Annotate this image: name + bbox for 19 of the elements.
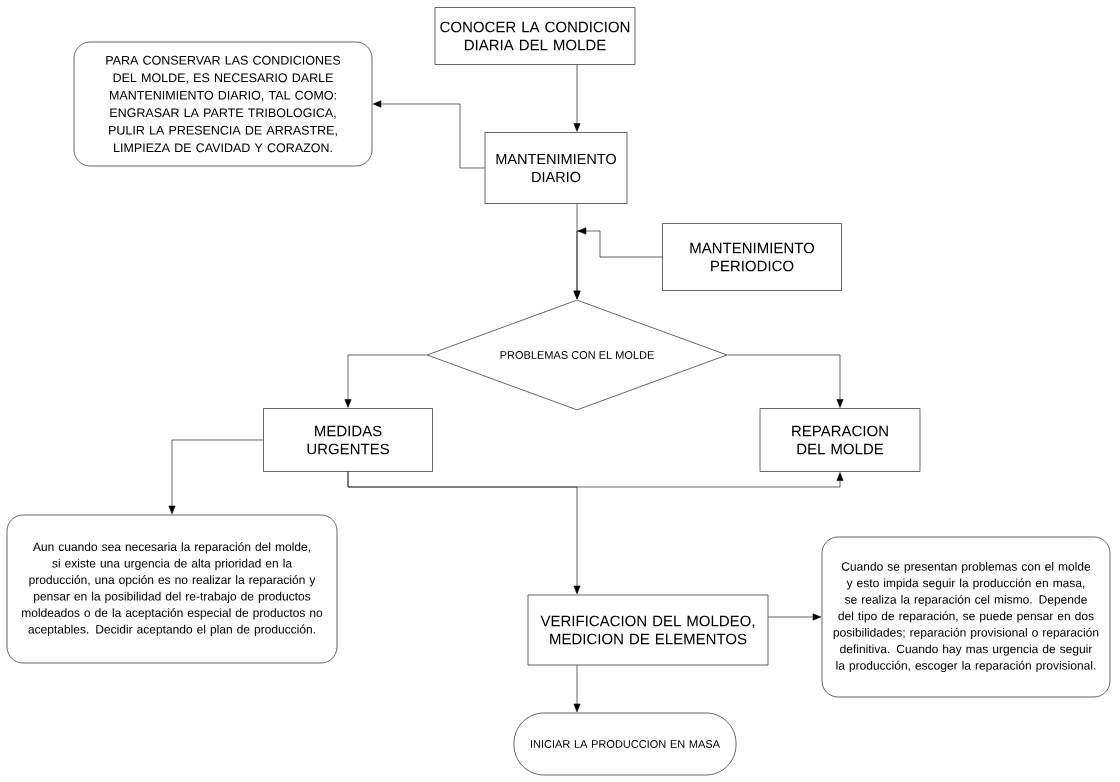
process-box: MANTENIMIENTO DIARIO [484, 132, 628, 204]
process-box: VERIFICACION DEL MOLDEO, MEDICION DE ELEMENTOS [527, 594, 769, 666]
note-box: PARA CONSERVAR LAS CONDICIONES DEL MOLDE, ES NECESARIO DARLE MANTENIMIENTO DIARIO, TAL COMO: ENGRASAR LA PARTE TRIBOLOGICA, PULIR LA PRESENCIA DE ARRASTRE, LIMPIEZA DE CAVIDAD Y CORAZON. [73, 41, 373, 167]
arrow [727, 354, 844, 408]
process-box: CONOCER LA CONDICION DIARIA DEL MOLDE [434, 7, 636, 65]
arrow [768, 613, 822, 621]
arrow [573, 64, 581, 132]
arrow [372, 100, 485, 169]
arrow [168, 439, 264, 515]
arrow [573, 227, 663, 300]
arrow [347, 471, 581, 595]
note-box: Cuando se presentan problemas con el molde y esto impida seguir la producción en masa, se realiza la reparación cel mismo. Depende del tipo de reparación, se puede pensar en dos posibilidades; reparación provisional o reparación definitiva. Cuando hay mas urgencia de seguir la producción, escoger la reparación provisional. [821, 536, 1111, 698]
process-box: MEDIDAS URGENTES [263, 408, 433, 472]
terminal-box: INICIAR LA PRODUCCION EN MASA [513, 712, 737, 776]
arrow [573, 665, 581, 713]
note-box: Aun cuando sea necesaria la reparación del molde, si existe una urgencia de alta prioridad en la producción, una opción es no realizar la reparación y pensar en la posibilidad del re-trabajo de productos moldeados o de la aceptación especial de productos no aceptables. Decidir aceptando el plan de producción. [6, 514, 338, 664]
process-box: MANTENIMIENTO PERIODICO [662, 223, 842, 291]
arrow [344, 354, 427, 408]
process-box: REPARACION DEL MOLDE [759, 408, 921, 472]
